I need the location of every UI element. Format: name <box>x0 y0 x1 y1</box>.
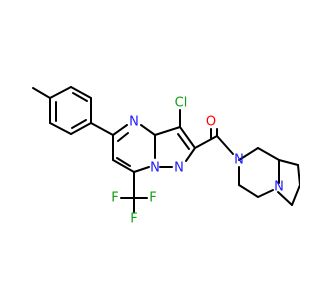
atom-f-1: F <box>111 191 118 206</box>
bond-pyrrolidine <box>277 191 293 206</box>
bond-pyrrolidine <box>278 159 299 166</box>
atom-f-2: F <box>149 191 156 206</box>
bond-piperazine <box>238 184 259 198</box>
bond-pyrimidine-inner <box>116 157 131 167</box>
bond-tolyl <box>70 122 92 135</box>
bond-carbonyl <box>194 135 218 149</box>
atom-n-pyrazole-bridge: N <box>150 161 160 176</box>
bond-tolyl <box>49 122 72 135</box>
bond-pyrrolidine <box>297 164 300 186</box>
bond-tolyl <box>70 86 92 99</box>
atom-n-pyrimidine: N <box>129 115 139 130</box>
bond-tolyl-inner <box>71 119 87 129</box>
atom-o: O <box>206 115 216 130</box>
bond-pyrazole-inner <box>177 133 190 150</box>
bond-pyrazole <box>185 147 196 162</box>
atom-labels: Cl O N N N N N F F F <box>111 96 284 227</box>
bond-tolyl <box>49 86 72 99</box>
atom-n-bridgehead: N <box>274 180 284 195</box>
bond-piperazine <box>257 189 274 198</box>
bond-pyrazole <box>179 126 196 149</box>
atom-n-pyrazole: N <box>174 161 184 176</box>
atom-n-amide: N <box>234 153 244 168</box>
bond-pyrrolidine <box>291 184 300 206</box>
bond-methyl <box>32 87 51 99</box>
bond-aryl <box>90 122 114 136</box>
atom-cl: Cl <box>175 96 188 111</box>
bond-pyrimidine <box>140 124 156 136</box>
bond-pyrimidine <box>133 166 150 173</box>
bond-amide <box>216 135 234 155</box>
molecule-diagram: Cl O N N N N N F F F <box>32 86 300 227</box>
bond-pyrimidine-inner <box>117 132 129 142</box>
bond-piperazine <box>238 147 259 161</box>
bond-pyrimidine <box>112 124 128 136</box>
bond-piperazine <box>257 147 280 161</box>
bond-pyrazole <box>154 126 181 136</box>
bonds <box>32 86 300 213</box>
bond-pyrimidine <box>112 159 135 173</box>
atom-f-3: F <box>130 212 137 227</box>
bond-tolyl-inner <box>72 92 88 102</box>
